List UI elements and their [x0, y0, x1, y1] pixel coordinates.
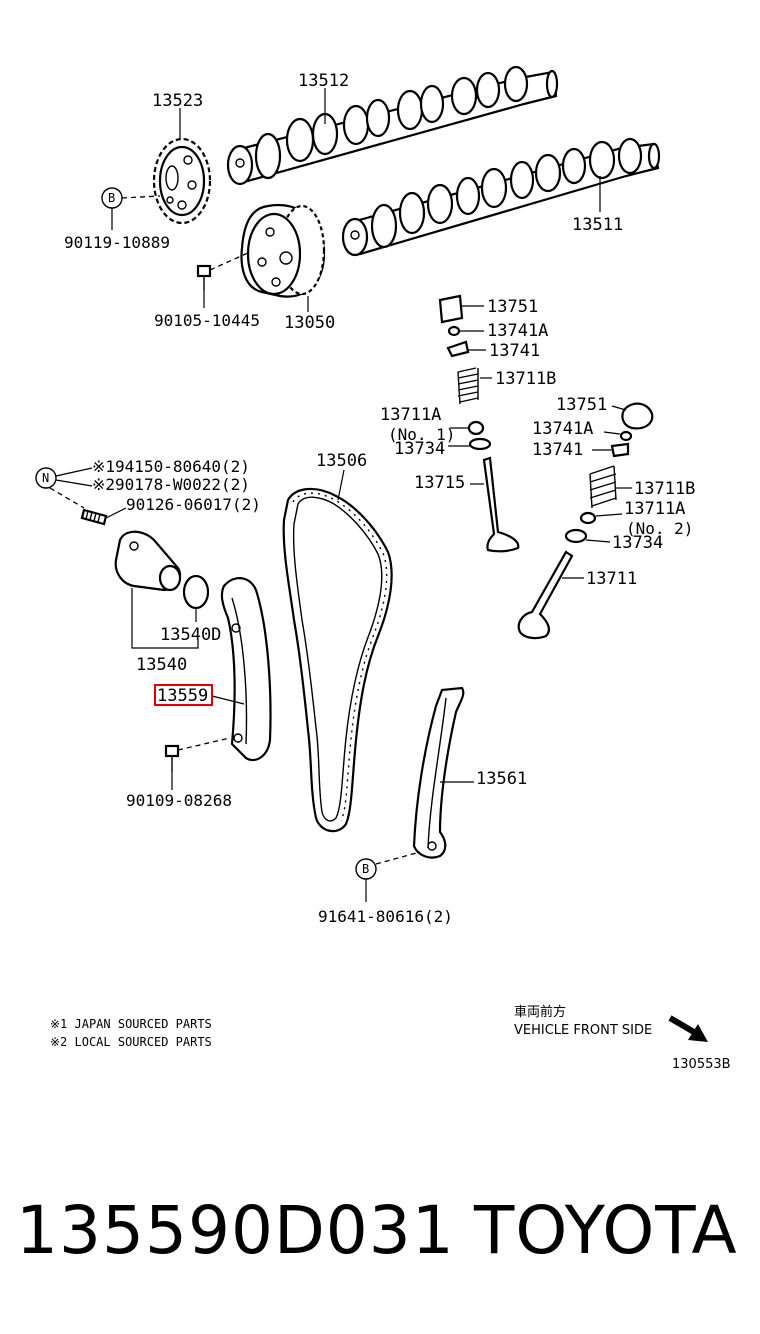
- label-13711A-2: 13711A: [624, 499, 685, 519]
- bolt-90109-08268[interactable]: [164, 744, 180, 772]
- valve-seat-13734-1[interactable]: [468, 437, 492, 451]
- camshaft-13511[interactable]: [341, 137, 661, 257]
- label-13741-2: 13741: [532, 440, 583, 460]
- label-13512: 13512: [298, 71, 349, 91]
- chain-tensioner-13540[interactable]: [114, 530, 182, 592]
- label-13050: 13050: [284, 313, 335, 333]
- valve-retainer-13741-1[interactable]: [446, 340, 470, 358]
- valve-seat-13734-2[interactable]: [564, 528, 588, 544]
- callout-n-circle: [35, 467, 57, 489]
- label-13559[interactable]: 13559: [157, 686, 208, 706]
- label-13561: 13561: [476, 769, 527, 789]
- label-290178-W0022: ※290178-W0022(2): [92, 475, 250, 494]
- cam-timing-gear-13050[interactable]: [240, 203, 326, 298]
- valve-spring-13711B-1[interactable]: [457, 367, 479, 405]
- label-90109-08268: 90109-08268: [126, 791, 232, 810]
- label-13734-1: 13734: [394, 439, 445, 459]
- camshaft-13512[interactable]: [226, 65, 559, 186]
- valve-keeper-13741A-1[interactable]: [447, 325, 461, 337]
- label-90119-10889: 90119-10889: [64, 233, 170, 252]
- valve-keeper-13741A-2[interactable]: [619, 430, 633, 442]
- valve-seal-13711A-2[interactable]: [579, 511, 597, 525]
- bolt-90105-10445[interactable]: [196, 264, 212, 290]
- o-ring-13540D[interactable]: [182, 574, 210, 610]
- vehicle-front-en: VEHICLE FRONT SIDE: [514, 1023, 652, 1038]
- highlight-box-13559: [154, 684, 213, 706]
- label-13511: 13511: [572, 215, 623, 235]
- label-90105-10445: 90105-10445: [154, 311, 260, 330]
- note-japan-sourced: ※1 JAPAN SOURCED PARTS: [50, 1017, 212, 1031]
- chain-slipper-13559[interactable]: [220, 577, 272, 762]
- label-13506: 13506: [316, 451, 367, 471]
- valve-spring-13711B-2[interactable]: [589, 465, 617, 509]
- front-direction-arrow-icon: [668, 1015, 708, 1042]
- note-local-sourced: ※2 LOCAL SOURCED PARTS: [50, 1035, 212, 1049]
- callout-b2-letter: B: [362, 862, 369, 876]
- label-91641-80616: 91641-80616(2): [318, 907, 453, 926]
- label-13711A-1-note: (No. 1): [388, 425, 455, 444]
- callout-b-letter: B: [108, 191, 115, 205]
- label-90126-06017: 90126-06017(2): [126, 495, 261, 514]
- label-13711A-1: 13711A: [380, 405, 441, 425]
- timing-chain-13506[interactable]: [282, 487, 393, 833]
- callout-n-letter: N: [42, 471, 49, 485]
- diagram-id: 130553B: [672, 1057, 731, 1072]
- label-13751-2: 13751: [556, 395, 607, 415]
- sprocket-13523[interactable]: [152, 137, 212, 225]
- label-13715: 13715: [414, 473, 465, 493]
- label-13523: 13523: [152, 91, 203, 111]
- intake-valve-13711[interactable]: [517, 550, 574, 640]
- label-13741A-1: 13741A: [487, 321, 548, 341]
- label-13540: 13540: [136, 655, 187, 675]
- footer: 135590D031 TOYOTA: [0, 1186, 760, 1276]
- label-13751-1: 13751: [487, 297, 538, 317]
- label-13711B-1: 13711B: [495, 369, 556, 389]
- label-13711A-2-note: (No. 2): [626, 519, 693, 538]
- label-194150-80640: ※194150-80640(2): [92, 457, 250, 476]
- stud-90126-06017[interactable]: [80, 508, 108, 526]
- valve-lifter-13751-1[interactable]: [438, 294, 464, 324]
- label-13741-1: 13741: [489, 341, 540, 361]
- label-13711B-2: 13711B: [634, 479, 695, 499]
- brand-name: TOYOTA: [474, 1192, 738, 1269]
- valve-seal-13711A-1[interactable]: [467, 420, 485, 436]
- chain-guide-13561[interactable]: [412, 686, 465, 859]
- vehicle-front-jp: 車両前方: [514, 1004, 566, 1020]
- label-13734-2: 13734: [612, 533, 663, 553]
- label-13711: 13711: [586, 569, 637, 589]
- valve-lifter-13751-2[interactable]: [621, 402, 654, 430]
- valve-retainer-13741-2[interactable]: [610, 442, 630, 458]
- part-number: 135590D031: [16, 1192, 455, 1269]
- label-13540D: 13540D: [160, 625, 221, 645]
- exhaust-valve-13715[interactable]: [482, 456, 520, 553]
- label-13741A-2: 13741A: [532, 419, 593, 439]
